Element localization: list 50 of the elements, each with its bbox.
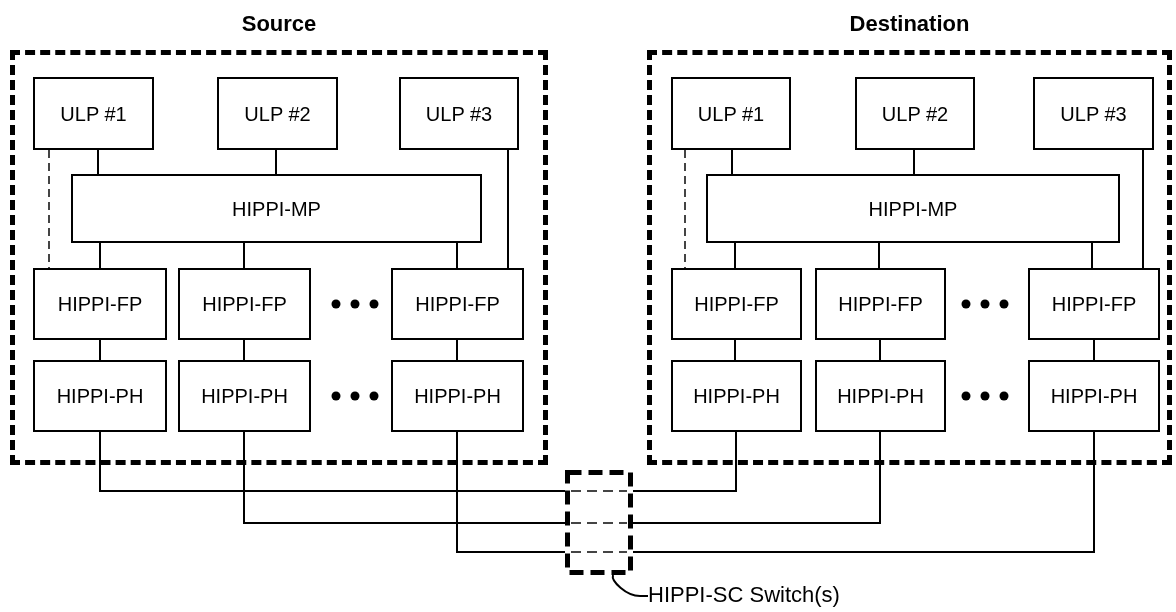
process-box: HIPPI-PH — [391, 360, 524, 432]
process-box: HIPPI-FP — [1028, 268, 1160, 340]
process-box: ULP #1 — [33, 77, 154, 150]
connector-line — [632, 431, 737, 492]
connector-line — [878, 242, 880, 269]
leader-line — [611, 574, 649, 597]
process-box: ULP #3 — [1033, 77, 1154, 150]
connector-line — [275, 149, 277, 175]
connector-line — [632, 431, 1095, 553]
process-box: HIPPI-PH — [1028, 360, 1160, 432]
connector-line — [243, 431, 566, 524]
process-box: HIPPI-FP — [391, 268, 524, 340]
connector-line — [879, 339, 881, 361]
connector-line — [48, 149, 50, 269]
connector-line — [734, 242, 736, 269]
process-box: HIPPI-FP — [33, 268, 167, 340]
process-box: ULP #3 — [399, 77, 519, 150]
group-heading: Source — [240, 11, 318, 37]
process-box: HIPPI-PH — [178, 360, 311, 432]
connector-line — [507, 149, 509, 269]
connector-line — [734, 339, 736, 361]
connector-line — [731, 149, 733, 175]
process-box: HIPPI-FP — [671, 268, 802, 340]
connector-line — [684, 149, 686, 269]
connector-line — [99, 339, 101, 361]
connector-line — [632, 431, 881, 524]
connector-line — [97, 149, 99, 175]
connector-line — [99, 242, 101, 269]
connector-line — [1142, 149, 1144, 269]
process-box: HIPPI-MP — [706, 174, 1120, 243]
connector-line — [456, 242, 458, 269]
connector-line — [99, 431, 566, 492]
group-heading: Destination — [848, 11, 971, 37]
connector-line — [913, 149, 915, 175]
text-label: HIPPI-SC Switch(s) — [648, 582, 848, 610]
connector-line — [1091, 242, 1093, 269]
process-box: HIPPI-FP — [815, 268, 946, 340]
connector-line — [456, 431, 566, 553]
process-box: HIPPI-MP — [71, 174, 482, 243]
process-box: ULP #2 — [855, 77, 975, 150]
process-box: ULP #1 — [671, 77, 791, 150]
process-box: HIPPI-PH — [33, 360, 167, 432]
connector-line — [243, 339, 245, 361]
process-box: HIPPI-PH — [671, 360, 802, 432]
connector-line — [1093, 339, 1095, 361]
process-box: HIPPI-PH — [815, 360, 946, 432]
process-box: HIPPI-FP — [178, 268, 311, 340]
connector-line — [456, 339, 458, 361]
process-box: ULP #2 — [217, 77, 338, 150]
connector-line — [243, 242, 245, 269]
